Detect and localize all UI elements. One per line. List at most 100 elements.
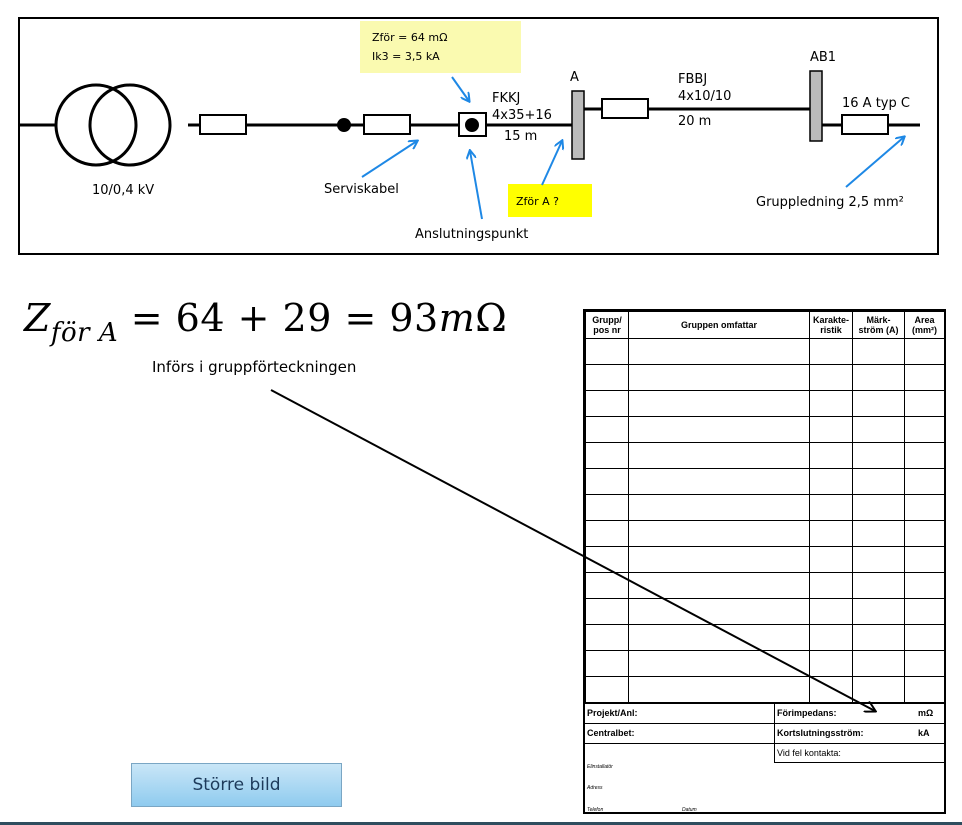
fuse-4-icon	[841, 114, 889, 135]
fuse-label: 16 A typ C	[842, 96, 910, 111]
table-cell[interactable]	[852, 598, 905, 625]
table-cell[interactable]	[852, 338, 905, 365]
footer-row-1: Projekt/Anl: Förimpedans: mΩ	[585, 703, 944, 724]
table-cell[interactable]	[585, 364, 629, 391]
formula-lhs: Z	[24, 296, 51, 340]
table-cell[interactable]	[904, 650, 945, 677]
junction-dot-icon	[337, 118, 351, 132]
table-row	[585, 676, 945, 703]
table-cell[interactable]	[809, 494, 853, 521]
table-cell[interactable]	[628, 468, 810, 495]
header-area: Area (mm²)	[904, 311, 945, 339]
address-label: Adress	[587, 785, 603, 791]
busbar-ab1-icon	[809, 70, 823, 142]
table-cell[interactable]	[904, 598, 945, 625]
formula-lhs-sub: för A	[50, 318, 119, 348]
group-table-body	[585, 338, 945, 703]
table-cell[interactable]	[904, 494, 945, 521]
contact-label: Vid fel kontakta:	[777, 748, 841, 758]
table-cell[interactable]	[628, 572, 810, 599]
transformer-primary-icon	[54, 83, 138, 167]
arrow-to-node-a-icon	[541, 141, 562, 186]
table-row	[585, 520, 945, 547]
table-cell[interactable]	[809, 546, 853, 573]
fuse-1-icon	[199, 114, 247, 135]
bottom-divider	[0, 822, 962, 825]
bigger-image-button[interactable]: Större bild	[131, 763, 342, 807]
cable1-length: 15 m	[504, 129, 537, 144]
connection-point-label: Anslutningspunkt	[415, 227, 528, 242]
table-cell[interactable]	[628, 676, 810, 703]
group-cable-label: Gruppledning 2,5 mm²	[756, 195, 904, 210]
cable2-type: FBBJ	[678, 72, 707, 87]
table-cell[interactable]	[585, 598, 629, 625]
table-cell[interactable]	[628, 546, 810, 573]
project-label: Projekt/Anl:	[587, 708, 638, 718]
table-cell[interactable]	[585, 468, 629, 495]
formula-unit-m: m	[438, 296, 476, 340]
group-table: Grupp/ pos nr Gruppen omfattar Karakte- …	[585, 311, 945, 703]
cable2-size: 4x10/10	[678, 89, 731, 104]
table-cell[interactable]	[585, 338, 629, 365]
callout-top-line2: Ik3 = 3,5 kA	[372, 50, 440, 63]
table-cell[interactable]	[904, 520, 945, 547]
formula-rhs: = 64 + 29 = 93	[130, 296, 439, 340]
node-a-label: A	[570, 70, 579, 85]
table-cell[interactable]	[904, 390, 945, 417]
impedance-unit: mΩ	[918, 708, 934, 718]
table-cell[interactable]	[904, 364, 945, 391]
table-cell[interactable]	[852, 676, 905, 703]
group-list-form: Grupp/ pos nr Gruppen omfattar Karakte- …	[583, 309, 946, 814]
table-row	[585, 598, 945, 625]
table-cell[interactable]	[904, 338, 945, 365]
table-cell[interactable]	[628, 390, 810, 417]
table-row	[585, 494, 945, 521]
callout-a	[508, 184, 592, 217]
table-cell[interactable]	[809, 572, 853, 599]
footer-divider	[585, 743, 774, 744]
footer-divider	[774, 704, 775, 724]
central-label: Centralbet:	[587, 728, 635, 738]
arrow-to-service-cable-icon	[361, 141, 417, 178]
arrow-to-connection-icon	[451, 76, 469, 101]
single-line-diagram: 10/0,4 kV A AB1 FKKJ 4x35+16 15 m FBBJ 4…	[18, 17, 939, 255]
short-circuit-unit: kA	[918, 728, 930, 738]
busbar-a-icon	[571, 90, 585, 160]
table-cell[interactable]	[628, 494, 810, 521]
phone-label: Telefon	[587, 807, 604, 813]
fuse-2-icon	[363, 114, 411, 135]
footer-row-2: Centralbet: Kortslutningsström: kA	[585, 723, 944, 744]
transformer-secondary-icon	[88, 83, 172, 167]
table-cell[interactable]	[809, 468, 853, 495]
diagram-svg: 10/0,4 kV A AB1 FKKJ 4x35+16 15 m FBBJ 4…	[20, 21, 920, 242]
table-cell[interactable]	[904, 676, 945, 703]
table-row	[585, 390, 945, 417]
note-text: Införs i gruppförteckningen	[152, 358, 357, 376]
table-cell[interactable]	[904, 468, 945, 495]
short-circuit-label: Kortslutningsström:	[777, 728, 864, 738]
installer-label: Elinstallatör	[587, 764, 613, 770]
table-cell[interactable]	[585, 676, 629, 703]
callout-a-text: Zför A ?	[516, 195, 559, 208]
date-label: Datum	[682, 807, 697, 813]
table-cell[interactable]	[904, 546, 945, 573]
cable1-size: 4x35+16	[492, 108, 552, 123]
connection-dot-icon	[465, 118, 479, 132]
callout-top	[360, 21, 521, 73]
transformer-label: 10/0,4 kV	[92, 183, 154, 198]
table-cell[interactable]	[628, 650, 810, 677]
pointer-arrow-icon	[270, 389, 875, 711]
formula-unit-ohm: Ω	[475, 296, 508, 340]
header-content: Gruppen omfattar	[628, 311, 810, 339]
table-cell[interactable]	[628, 598, 810, 625]
arrow-to-group-cable-icon	[845, 137, 904, 188]
table-cell[interactable]	[628, 364, 810, 391]
table-cell[interactable]	[628, 520, 810, 547]
table-cell[interactable]	[904, 624, 945, 651]
cable2-length: 20 m	[678, 114, 711, 129]
table-cell[interactable]	[852, 468, 905, 495]
impedance-label: Förimpedans:	[777, 708, 837, 718]
table-cell[interactable]	[904, 416, 945, 443]
fuse-3-icon	[601, 98, 649, 119]
